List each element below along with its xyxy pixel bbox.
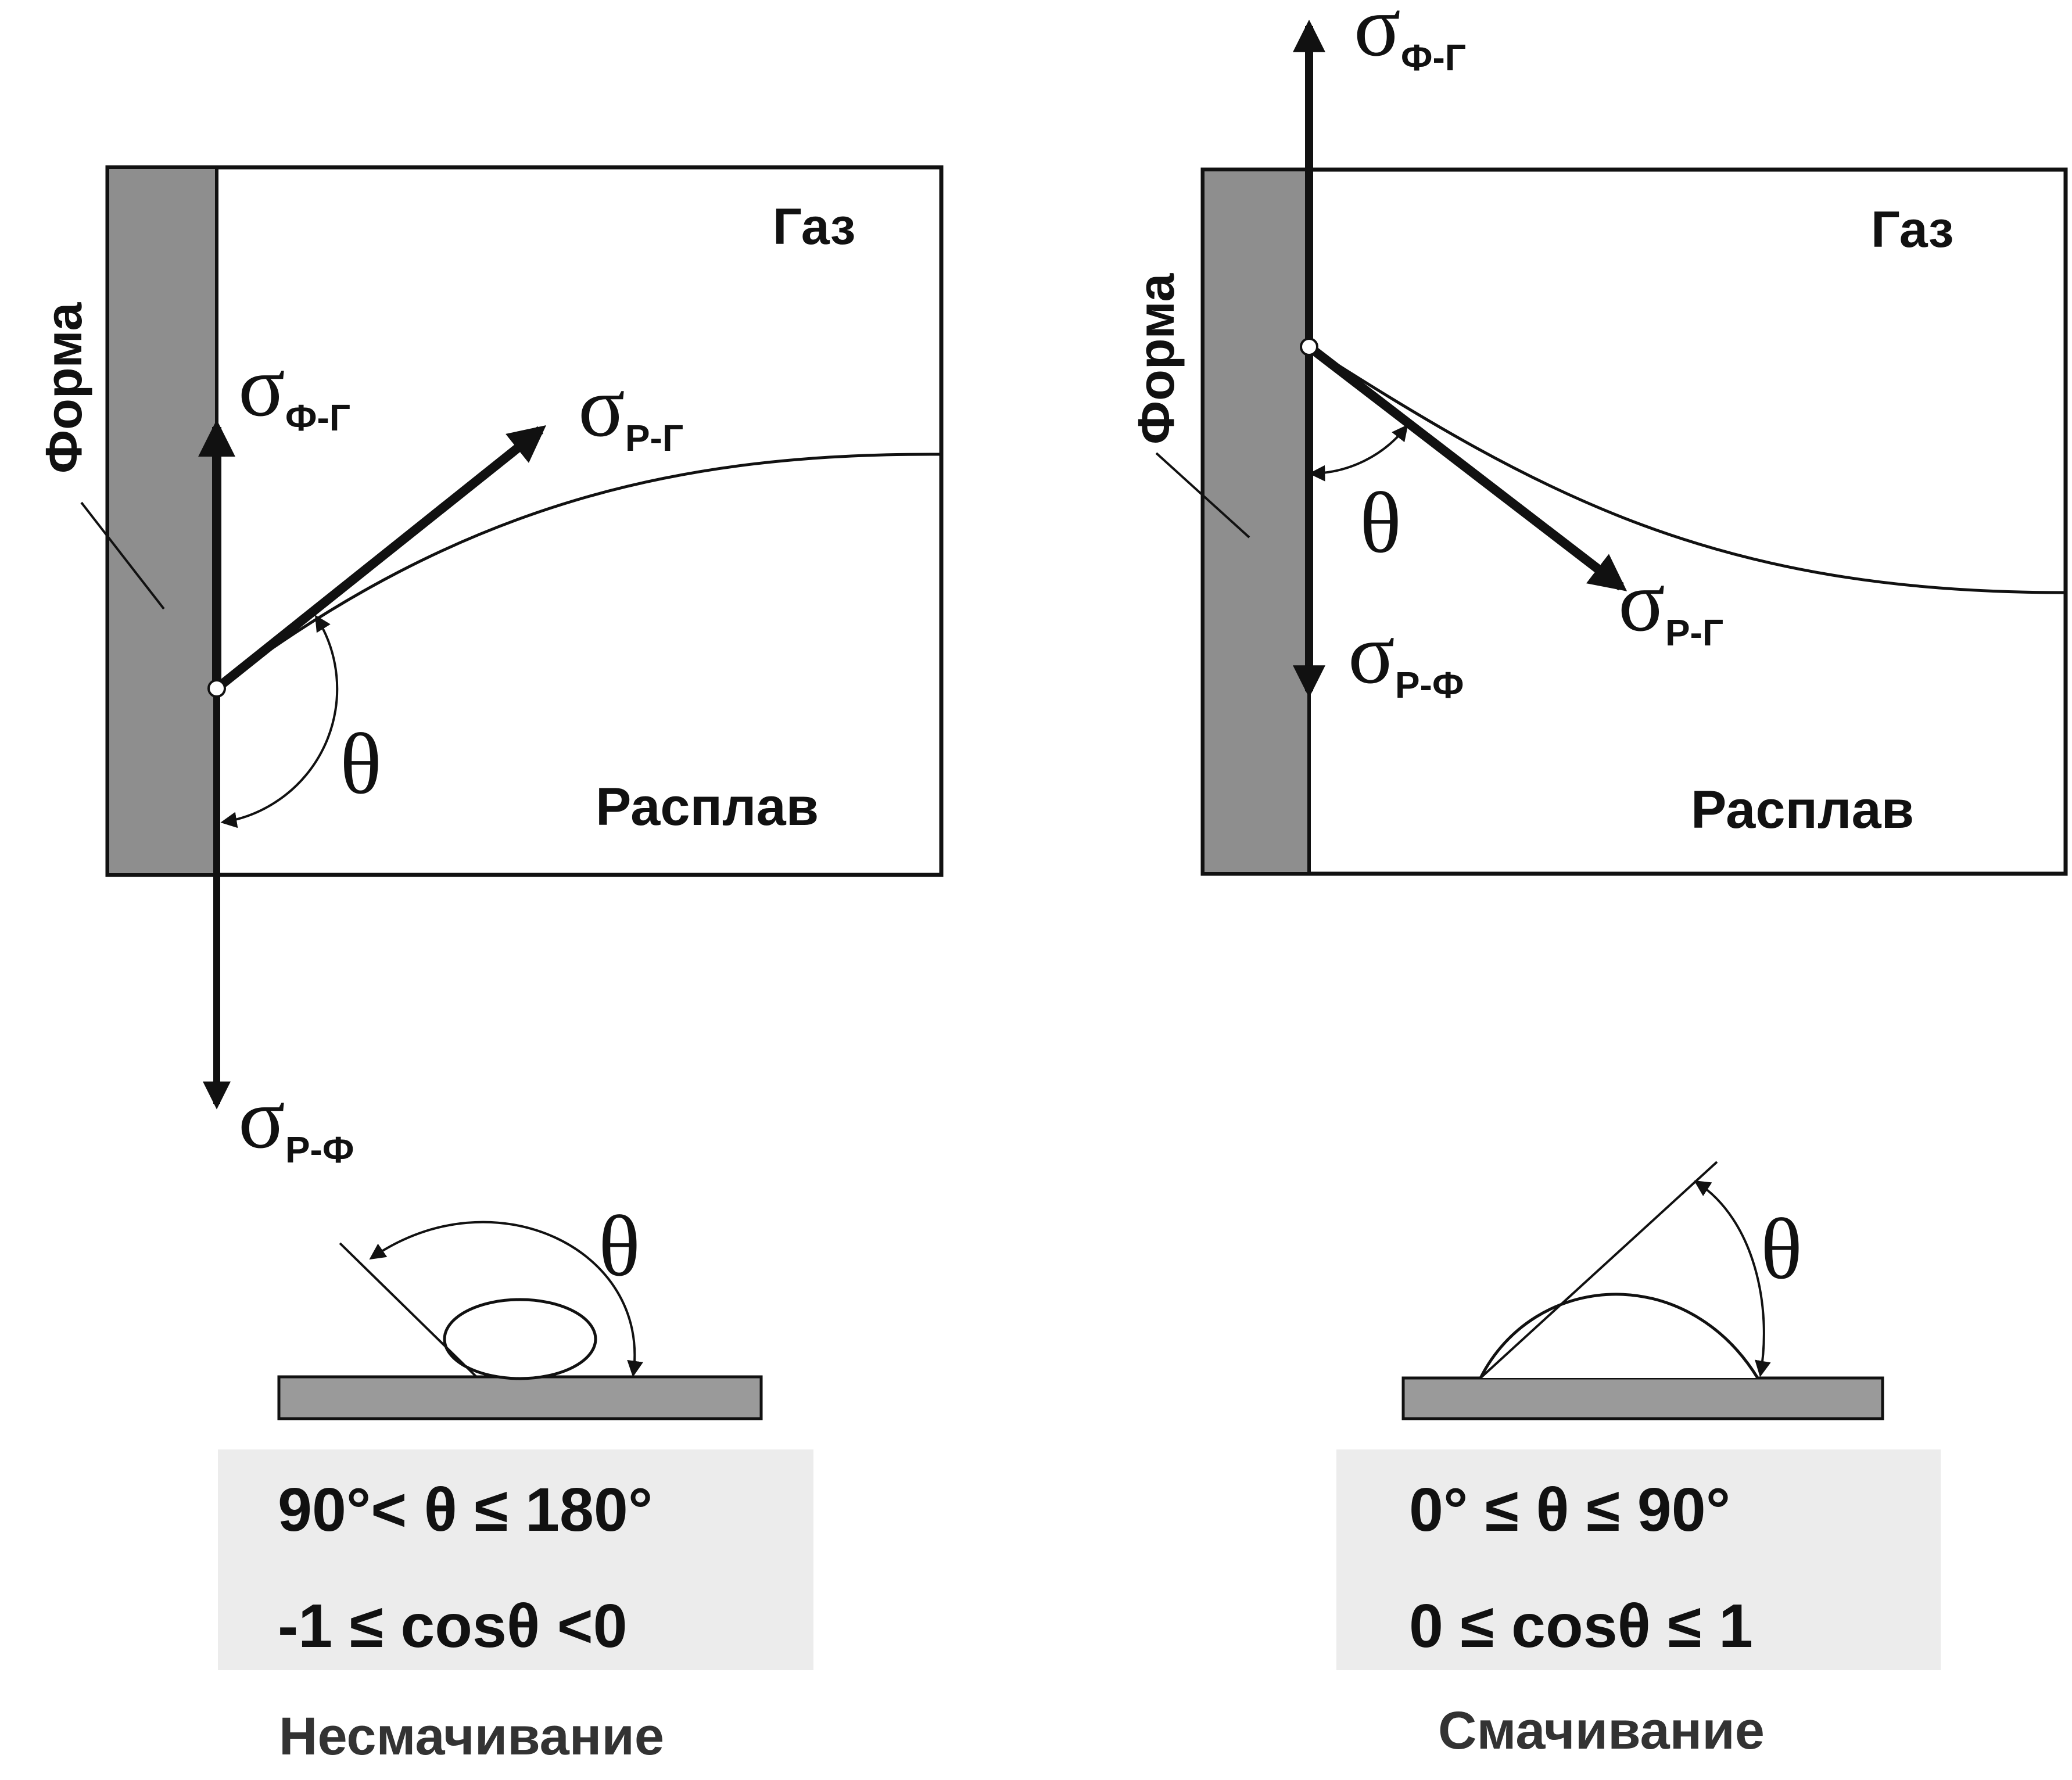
left-sigma-rf-label: σР-Ф — [238, 1070, 354, 1171]
left-condition-box — [218, 1449, 813, 1670]
left-angle-arc — [220, 615, 339, 828]
right-sigma-fg-label: σФ-Г — [1354, 0, 1466, 78]
left-drop-theta-label: θ — [598, 1198, 640, 1294]
right-drop-theta-label: θ — [1761, 1201, 1802, 1297]
right-sigma-rf-label: σР-Ф — [1348, 605, 1464, 706]
left-tangent-line — [339, 1242, 478, 1378]
right-drop-angle-arc — [1694, 1180, 1771, 1377]
right-panel: Форма Газ Расплав θ σФ-Г σР-Г σР-Ф θ 0° … — [1127, 0, 2068, 1760]
left-wall-label: Форма — [35, 302, 92, 473]
right-sigma-rg-label: σР-Г — [1618, 553, 1723, 654]
right-tangent-line — [1479, 1161, 1718, 1379]
left-theta-label: θ — [340, 716, 382, 812]
right-wall-label: Форма — [1127, 273, 1185, 444]
right-arrow-sigma-rg — [1306, 343, 1628, 591]
right-wall-leader — [1155, 452, 1250, 539]
right-melt-label: Расплав — [1691, 780, 1914, 839]
right-caption: Смачивание — [1438, 1701, 1765, 1760]
right-meniscus — [1308, 345, 2064, 594]
right-condition-1: 0° ≤ θ ≤ 90° — [1409, 1476, 1730, 1544]
right-theta-label: θ — [1360, 475, 1401, 571]
left-panel: Форма Газ Расплав θ σФ-Г σР-Г σР-Ф θ 90°… — [35, 165, 944, 1766]
left-meniscus — [216, 453, 940, 690]
left-sigma-rg-label: σР-Г — [578, 358, 683, 459]
right-contact-point — [1300, 338, 1318, 356]
right-condition-2: 0 ≤ cosθ ≤ 1 — [1409, 1592, 1753, 1660]
left-sigma-fg-label: σФ-Г — [238, 338, 350, 439]
left-mold-wall — [109, 169, 217, 873]
right-condition-box — [1336, 1449, 1941, 1670]
right-droplet — [1479, 1293, 1759, 1379]
right-substrate — [1401, 1376, 1884, 1420]
left-container — [105, 165, 944, 877]
left-drop-angle-arc — [369, 1221, 643, 1377]
left-melt-label: Расплав — [596, 777, 819, 837]
left-substrate — [277, 1375, 763, 1420]
left-caption: Несмачивание — [279, 1707, 664, 1766]
right-angle-arc — [1309, 424, 1408, 482]
left-contact-point — [207, 679, 226, 698]
left-condition-1: 90°< θ ≤ 180° — [278, 1476, 653, 1544]
left-condition-2: -1 ≤ cosθ <0 — [278, 1592, 628, 1660]
left-gas-label: Газ — [773, 198, 855, 255]
left-wall-leader — [80, 501, 165, 610]
right-mold-wall — [1205, 171, 1309, 872]
right-gas-label: Газ — [1871, 200, 1953, 258]
